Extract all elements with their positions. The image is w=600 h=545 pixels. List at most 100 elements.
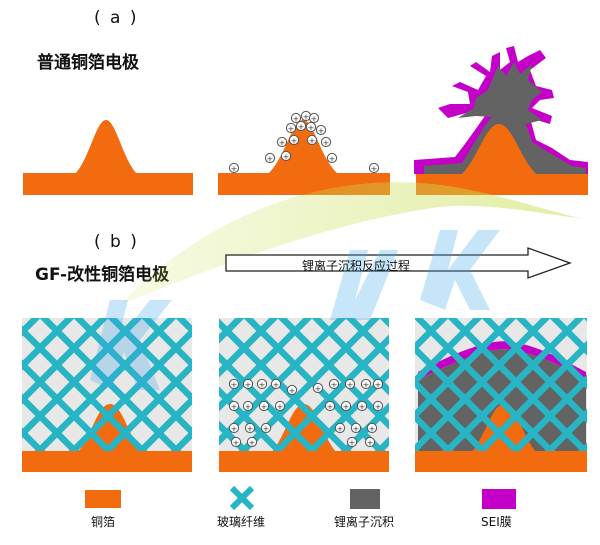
legend-swatch-copper bbox=[85, 490, 121, 508]
svg-text:+: + bbox=[249, 438, 256, 447]
svg-text:+: + bbox=[259, 380, 266, 389]
lithium-ion-icon: + bbox=[285, 122, 297, 133]
svg-text:+: + bbox=[323, 138, 330, 147]
svg-text:+: + bbox=[329, 154, 336, 163]
svg-text:+: + bbox=[375, 380, 382, 389]
svg-text:+: + bbox=[315, 384, 322, 393]
glass-fiber-mesh bbox=[22, 318, 192, 452]
lithium-ion-icon: + bbox=[228, 162, 240, 173]
svg-text:+: + bbox=[283, 152, 290, 161]
panel-a-letter: ( a ) bbox=[94, 8, 139, 28]
panel-b-stage1 bbox=[22, 318, 192, 472]
lithium-ion-icon: + bbox=[230, 436, 242, 447]
legend-swatch-lithium bbox=[350, 489, 380, 509]
svg-text:+: + bbox=[343, 402, 350, 411]
svg-text:+: + bbox=[337, 424, 344, 433]
lithium-ion-icon: + bbox=[334, 422, 346, 433]
panel-a-stage1 bbox=[23, 120, 193, 195]
svg-text:+: + bbox=[293, 114, 300, 123]
lithium-ion-icon: + bbox=[372, 378, 384, 389]
panel-b-stage2: ++++++++++++++++++++++++++++ bbox=[219, 318, 389, 472]
lithium-ion-icon: + bbox=[372, 400, 384, 411]
svg-text:+: + bbox=[331, 380, 338, 389]
lithium-ion-icon: + bbox=[305, 121, 317, 132]
lithium-ion-icon: + bbox=[258, 400, 270, 411]
lithium-ion-icon: + bbox=[242, 400, 254, 411]
copper-bump bbox=[75, 120, 137, 174]
svg-text:+: + bbox=[308, 123, 315, 132]
svg-text:+: + bbox=[347, 380, 354, 389]
panel-a-stage2: ++++++++++++++++ bbox=[218, 110, 390, 195]
lithium-deposit bbox=[424, 62, 586, 174]
lithium-ion-icon: + bbox=[328, 378, 340, 389]
legend-swatch-glass-fiber bbox=[229, 485, 255, 511]
svg-text:+: + bbox=[311, 114, 318, 123]
panel-b-title: GF-改性铜箔电极 bbox=[35, 265, 170, 285]
lithium-ion-icon: + bbox=[350, 422, 362, 433]
svg-text:+: + bbox=[349, 438, 356, 447]
lithium-ion-icon: + bbox=[326, 152, 338, 163]
lithium-ions: ++++++++++++++++ bbox=[228, 110, 380, 173]
lithium-ion-icon: + bbox=[274, 400, 286, 411]
svg-text:+: + bbox=[291, 136, 298, 145]
svg-text:+: + bbox=[273, 380, 280, 389]
svg-text:+: + bbox=[277, 402, 284, 411]
lithium-ion-icon: + bbox=[280, 150, 292, 161]
lithium-ion-icon: + bbox=[288, 134, 300, 145]
lithium-ion-icon: + bbox=[315, 124, 327, 135]
copper-foil bbox=[23, 173, 193, 195]
copper-foil bbox=[415, 451, 587, 472]
lithium-ion-icon: + bbox=[356, 400, 368, 411]
lithium-ion-icon: + bbox=[320, 136, 332, 147]
svg-text:+: + bbox=[288, 124, 295, 133]
panel-b-letter: ( b ) bbox=[94, 232, 139, 252]
lithium-ion-icon: + bbox=[366, 422, 378, 433]
svg-text:+: + bbox=[353, 424, 360, 433]
watermark-logo bbox=[90, 230, 500, 390]
svg-text:+: + bbox=[267, 154, 274, 163]
lithium-ion-icon: + bbox=[256, 378, 268, 389]
legend-label-glass-fiber: 玻璃纤维 bbox=[217, 515, 266, 529]
lithium-ion-icon: + bbox=[260, 422, 272, 433]
svg-text:+: + bbox=[247, 424, 254, 433]
lithium-ion-icon: + bbox=[346, 436, 358, 447]
legend-label-sei: SEI膜 bbox=[481, 515, 512, 529]
lithium-ion-icon: + bbox=[276, 136, 288, 147]
svg-text:+: + bbox=[263, 424, 270, 433]
panel-a-title: 普通铜箔电极 bbox=[37, 53, 139, 73]
lithium-ion-icon: + bbox=[306, 134, 318, 145]
lithium-ion-icon: + bbox=[264, 152, 276, 163]
svg-text:+: + bbox=[231, 424, 238, 433]
svg-text:+: + bbox=[309, 136, 316, 145]
lithium-ion-icon: + bbox=[242, 378, 254, 389]
svg-text:+: + bbox=[231, 380, 238, 389]
copper-foil bbox=[219, 451, 389, 472]
lithium-ion-icon: + bbox=[228, 378, 240, 389]
lithium-ion-icon: + bbox=[286, 384, 298, 395]
process-arrow bbox=[225, 247, 572, 279]
panel-a-stage3 bbox=[414, 46, 588, 195]
legend-label-copper: 铜箔 bbox=[91, 515, 116, 529]
glass-fiber-mesh bbox=[415, 318, 587, 452]
svg-text:+: + bbox=[369, 424, 376, 433]
legend-swatch-sei bbox=[482, 489, 516, 509]
svg-text:+: + bbox=[375, 402, 382, 411]
copper-foil bbox=[22, 451, 192, 472]
lithium-ion-icon: + bbox=[368, 162, 380, 173]
svg-text:+: + bbox=[231, 164, 238, 173]
svg-text:+: + bbox=[363, 380, 370, 389]
svg-text:+: + bbox=[359, 402, 366, 411]
lithium-ion-icon: + bbox=[344, 378, 356, 389]
svg-text:+: + bbox=[245, 402, 252, 411]
svg-text:+: + bbox=[279, 138, 286, 147]
svg-text:+: + bbox=[289, 386, 296, 395]
lithium-ion-icon: + bbox=[228, 422, 240, 433]
watermark-swoosh bbox=[120, 182, 590, 305]
svg-text:+: + bbox=[327, 402, 334, 411]
legend-label-lithium: 锂离子沉积 bbox=[334, 515, 395, 529]
lithium-ion-icon: + bbox=[270, 378, 282, 389]
lithium-ion-icon: + bbox=[246, 436, 258, 447]
svg-text:+: + bbox=[367, 438, 374, 447]
svg-text:+: + bbox=[298, 122, 305, 131]
